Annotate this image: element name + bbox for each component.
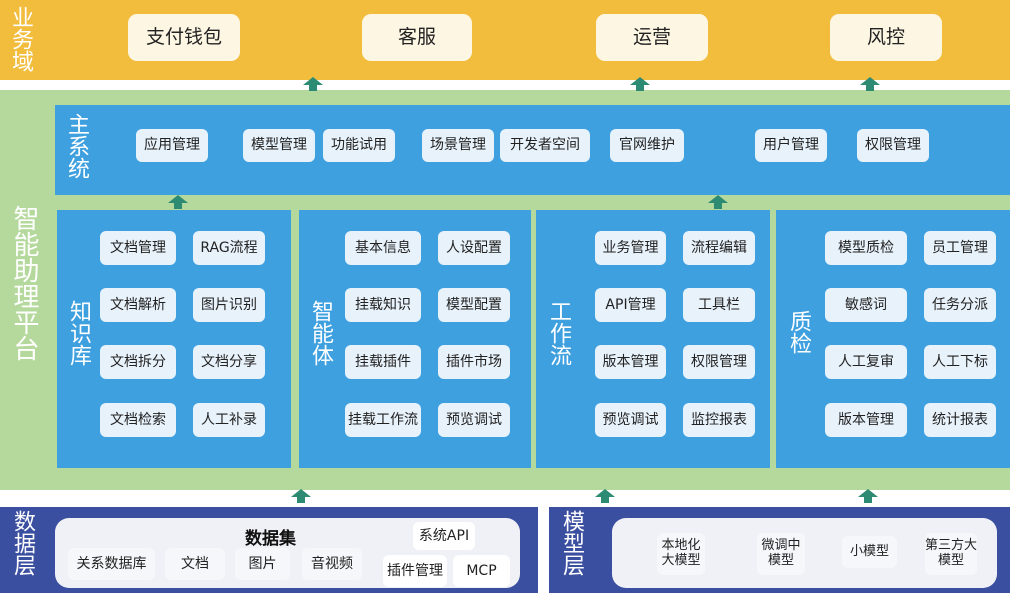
- up-arrow-icon: [291, 489, 311, 503]
- workflow-item: 监控报表: [683, 403, 755, 437]
- up-arrow-icon: [708, 195, 728, 209]
- workflow-item: 版本管理: [595, 345, 666, 379]
- business-item: 风控: [830, 14, 942, 61]
- agent-item: 模型配置: [438, 288, 510, 322]
- dataset-title: 数据集: [245, 529, 296, 549]
- workflow-item: 流程编辑: [683, 231, 755, 265]
- main-system-label: 主系统: [64, 113, 89, 179]
- workflow-item: 业务管理: [595, 231, 666, 265]
- quality-check-label: 质检: [786, 310, 811, 354]
- main-item: 应用管理: [136, 129, 208, 162]
- knowledge-base-label: 知识库: [66, 300, 91, 366]
- business-item: 运营: [596, 14, 708, 61]
- qa-item: 敏感词: [825, 288, 907, 322]
- knowledge-item: 文档管理: [100, 231, 176, 265]
- main-item: 模型管理: [243, 129, 315, 162]
- main-item: 功能试用: [323, 129, 395, 162]
- qa-item: 人工复审: [825, 345, 907, 379]
- model-item: 本地化大模型: [657, 533, 705, 575]
- knowledge-item: 文档分享: [193, 345, 265, 379]
- agent-item: 挂载工作流: [345, 403, 421, 437]
- data-layer-label: 数据层: [10, 510, 35, 576]
- qa-item: 模型质检: [825, 231, 907, 265]
- knowledge-item: RAG流程: [193, 231, 265, 265]
- model-item: 小模型: [842, 536, 897, 568]
- plugin-management: 插件管理: [383, 555, 447, 587]
- main-item: 用户管理: [755, 129, 827, 162]
- up-arrow-icon: [630, 77, 650, 91]
- knowledge-item: 文档解析: [100, 288, 176, 322]
- agent-item: 挂载知识: [345, 288, 421, 322]
- mcp: MCP: [453, 555, 510, 587]
- knowledge-item: 文档拆分: [100, 345, 176, 379]
- up-arrow-icon: [858, 489, 878, 503]
- up-arrow-icon: [595, 489, 615, 503]
- qa-item: 统计报表: [924, 403, 996, 437]
- platform-label: 智能助理平台: [9, 205, 39, 361]
- knowledge-item: 人工补录: [193, 403, 265, 437]
- knowledge-item: 文档检索: [100, 403, 176, 437]
- up-arrow-icon: [168, 195, 188, 209]
- agent-item: 人设配置: [438, 231, 510, 265]
- main-item: 开发者空间: [500, 129, 590, 162]
- up-arrow-icon: [303, 77, 323, 91]
- qa-item: 人工下标: [924, 345, 996, 379]
- qa-item: 版本管理: [825, 403, 907, 437]
- business-domain-label: 业务域: [8, 6, 33, 72]
- agent-item: 预览调试: [438, 403, 510, 437]
- model-item: 微调中模型: [757, 533, 805, 575]
- data-item: 音视频: [302, 548, 362, 580]
- up-arrow-icon: [860, 77, 880, 91]
- qa-item: 员工管理: [924, 231, 996, 265]
- model-layer-label: 模型层: [559, 510, 584, 576]
- data-item: 关系数据库: [68, 548, 155, 580]
- workflow-label: 工作流: [546, 300, 571, 366]
- agent-item: 基本信息: [345, 231, 421, 265]
- agent-item: 插件市场: [438, 345, 510, 379]
- model-item: 第三方大模型: [925, 533, 977, 575]
- main-item: 权限管理: [857, 129, 929, 162]
- agent-label: 智能体: [308, 300, 333, 366]
- system-api: 系统API: [413, 522, 475, 550]
- workflow-item: 权限管理: [683, 345, 755, 379]
- business-item: 客服: [362, 14, 472, 61]
- workflow-item: API管理: [595, 288, 666, 322]
- main-item: 场景管理: [422, 129, 494, 162]
- main-item: 官网维护: [610, 129, 684, 162]
- workflow-item: 预览调试: [595, 403, 666, 437]
- qa-item: 任务分派: [924, 288, 996, 322]
- data-item: 图片: [235, 548, 290, 580]
- agent-item: 挂载插件: [345, 345, 421, 379]
- business-item: 支付钱包: [128, 14, 240, 61]
- knowledge-item: 图片识别: [193, 288, 265, 322]
- data-item: 文档: [165, 548, 225, 580]
- workflow-item: 工具栏: [683, 288, 755, 322]
